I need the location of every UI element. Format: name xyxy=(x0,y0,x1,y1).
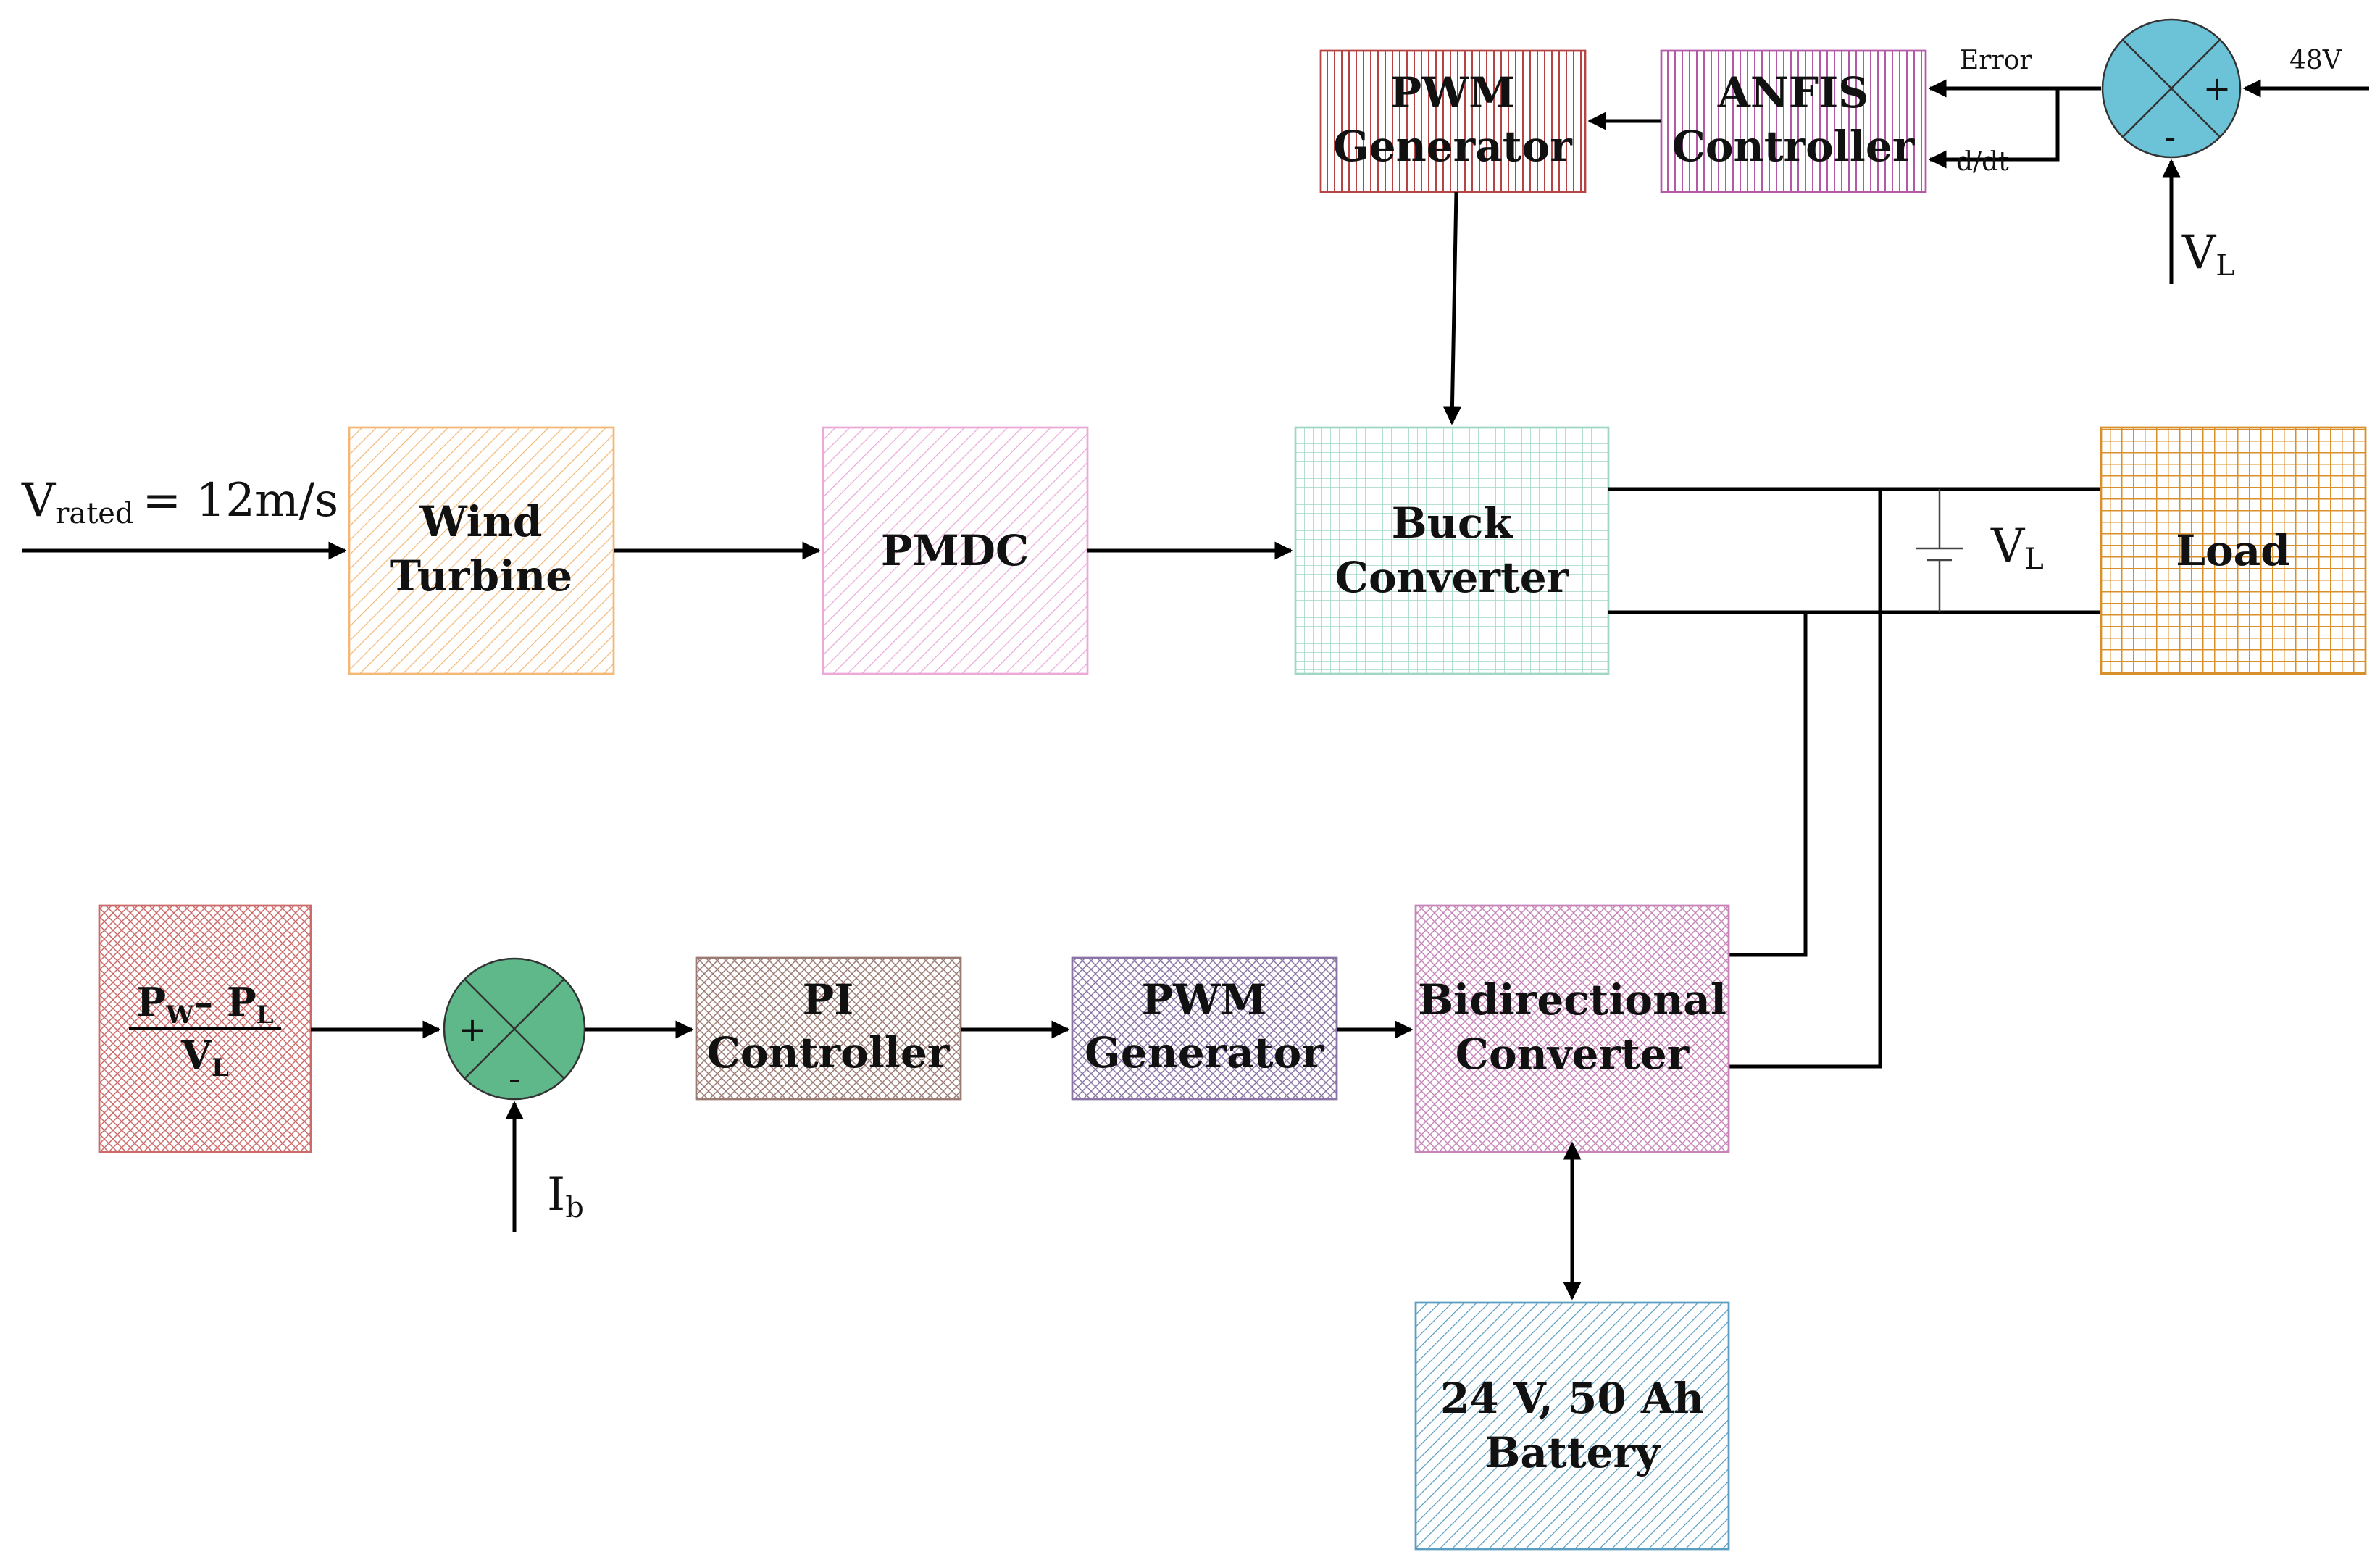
summing-junction-top: + - xyxy=(2101,18,2242,159)
vl-top-label: VL xyxy=(2181,226,2235,283)
error-label: Error xyxy=(1960,46,2032,75)
pwm-generator-top-line2: Generator xyxy=(1333,122,1573,171)
anfis-controller-line2: Controller xyxy=(1672,122,1916,171)
pi-controller-line2: Controller xyxy=(707,1028,951,1077)
load-block: Load xyxy=(2100,426,2367,675)
power-ratio-denominator: VL xyxy=(180,1032,229,1082)
bidirectional-converter-line1: Bidirectional xyxy=(1418,975,1726,1024)
ddt-branch-arrow xyxy=(1928,88,2060,169)
pmdc-block: PMDC xyxy=(822,426,1089,675)
summing-junction-bottom: + - xyxy=(443,957,586,1101)
buck-converter-line2: Converter xyxy=(1335,553,1570,602)
pwm-to-buck-arrow xyxy=(1442,191,1461,425)
buck-converter-block: Buck Converter xyxy=(1294,426,1610,675)
battery-line2: Battery xyxy=(1485,1428,1661,1477)
summing-bottom-plus: + xyxy=(459,1010,487,1049)
pwm-generator-top-line1: PWM xyxy=(1390,68,1516,117)
pwm-generator-bottom-line2: Generator xyxy=(1085,1028,1324,1077)
v-rated-label: Vrated= 12m/s xyxy=(21,474,338,530)
load-label: Load xyxy=(2176,526,2290,575)
pi-controller-block: PI Controller xyxy=(695,956,962,1101)
wind-turbine-line1: Wind xyxy=(419,497,543,546)
pi-controller-line1: PI xyxy=(803,975,854,1024)
bidirectional-converter-block: Bidirectional Converter xyxy=(1414,904,1730,1153)
bus-drop-inner xyxy=(1729,612,1808,957)
power-ratio-block: PW– PL VL xyxy=(98,904,312,1153)
pwm-generator-bottom-block: PWM Generator xyxy=(1071,956,1338,1101)
bidirectional-converter-line2: Converter xyxy=(1456,1030,1690,1079)
battery-line1: 24 V, 50 Ah xyxy=(1440,1374,1704,1423)
ddt-label: d/dt xyxy=(1956,147,2009,177)
bus-drop-outer xyxy=(1729,489,1882,1069)
anfis-controller-line1: ANFIS xyxy=(1717,68,1868,117)
summing-top-minus: - xyxy=(2164,117,2176,156)
ib-label: Ib xyxy=(547,1168,584,1224)
setpoint-48v-label: 48V xyxy=(2289,46,2342,75)
wind-turbine-block: Wind Turbine xyxy=(348,426,615,675)
wind-turbine-line2: Turbine xyxy=(390,551,572,601)
summing-top-plus: + xyxy=(2203,69,2231,108)
power-ratio-numerator: PW– PL xyxy=(136,979,273,1030)
pwm-generator-top-block: PWM Generator xyxy=(1319,49,1587,193)
summing-bottom-minus: - xyxy=(509,1059,521,1098)
vl-capacitor-label: VL xyxy=(1990,519,2044,576)
battery-block: 24 V, 50 Ah Battery xyxy=(1414,1301,1730,1551)
anfis-controller-block: ANFIS Controller xyxy=(1660,49,1927,193)
capacitor-symbol xyxy=(1916,489,1963,612)
pmdc-label: PMDC xyxy=(881,526,1029,575)
pwm-generator-bottom-line1: PWM xyxy=(1142,975,1267,1024)
buck-converter-line1: Buck xyxy=(1392,498,1514,548)
